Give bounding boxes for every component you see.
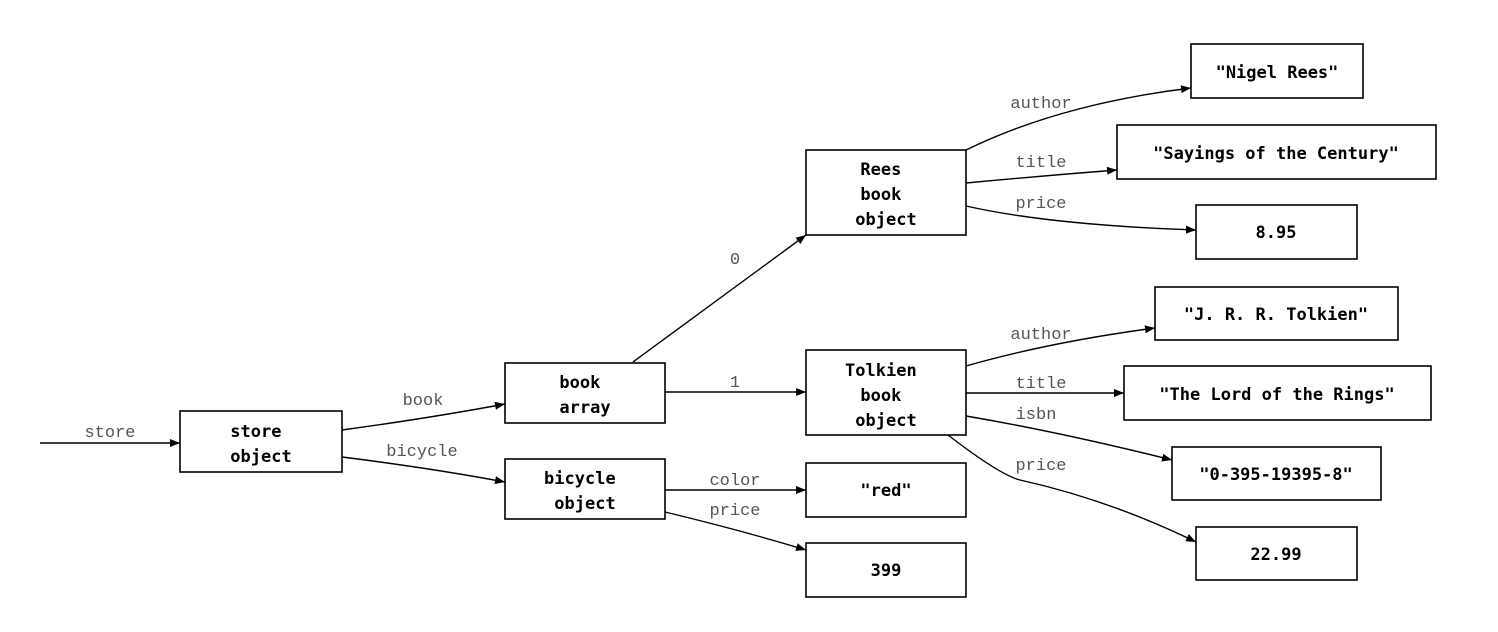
edge-store-bicycle [341, 456, 506, 485]
node-tolkien-author-value: "J. R. R. Tolkien" [1154, 286, 1399, 341]
edge-label-1: 1 [730, 374, 740, 393]
svg-text:22.99: 22.99 [1250, 545, 1301, 565]
node-book-array: book array [504, 362, 666, 424]
edge-label-0: 0 [730, 251, 740, 270]
edge-rees-title [965, 166, 1118, 184]
edge-book-0 [632, 234, 807, 363]
node-bicycle-object: bicycle object [504, 458, 666, 520]
svg-text:"Nigel Rees": "Nigel Rees" [1216, 63, 1339, 83]
edge-rees-price [965, 205, 1197, 234]
svg-text:"The Lord of the Rings": "The Lord of the Rings" [1159, 385, 1394, 405]
edge-label-rees-author: author [1010, 95, 1071, 114]
svg-text:Tolkien book o: Tolkien book object [845, 361, 927, 431]
node-store-object: store object [179, 410, 343, 473]
edge-bicycle-price [664, 511, 807, 551]
node-rees-book-object: Rees book object [805, 149, 967, 236]
node-tolkien-book-object: Tolkien book object [805, 349, 967, 436]
edge-label-book: book [403, 392, 444, 411]
edge-rees-author [965, 85, 1192, 151]
node-rees-price-value: 8.95 [1195, 204, 1358, 260]
node-tolkien-isbn-value: "0-395-19395-8" [1171, 446, 1382, 501]
svg-text:Rees book obje: Rees book object [855, 160, 916, 230]
node-rees-author-value: "Nigel Rees" [1190, 43, 1364, 99]
svg-text:store object: store object [230, 422, 291, 467]
edge-label-tolkien-price: price [1015, 457, 1066, 476]
edge-tolkien-price [947, 434, 1197, 543]
edge-label-bicycle-price: price [709, 502, 760, 521]
node-tolkien-price-value: 22.99 [1195, 526, 1358, 581]
edge-tolkien-isbn [965, 415, 1173, 462]
edge-label-bicycle: bicycle [386, 443, 457, 462]
edge-tolkien-author [965, 325, 1156, 367]
svg-text:"red": "red" [860, 481, 911, 501]
node-rees-title-value: "Sayings of the Century" [1116, 124, 1437, 180]
node-bicycle-color-value: "red" [805, 462, 967, 518]
svg-text:"0-395-19395-8": "0-395-19395-8" [1199, 465, 1353, 485]
edges: store book bicycle 0 1 author title pric… [40, 85, 1197, 551]
edge-label-rees-price: price [1015, 195, 1066, 214]
edge-label-tolkien-title: title [1015, 375, 1066, 394]
node-bicycle-price-value: 399 [805, 542, 967, 598]
node-tolkien-title-value: "The Lord of the Rings" [1123, 365, 1432, 421]
nodes: store object book array bicycle object R… [179, 43, 1437, 598]
edge-label-tolkien-author: author [1010, 326, 1071, 345]
edge-label-tolkien-isbn: isbn [1016, 406, 1057, 425]
edge-store-book [341, 401, 506, 431]
edge-label-store: store [84, 424, 135, 443]
svg-text:"J. R. R. Tolkien": "J. R. R. Tolkien" [1184, 305, 1368, 325]
edge-label-rees-title: title [1015, 154, 1066, 173]
svg-text:book array: book array [559, 373, 610, 418]
svg-text:bicycle object: bicycle object [544, 469, 626, 514]
edge-label-bicycle-color: color [709, 472, 760, 491]
svg-text:399: 399 [871, 561, 902, 581]
svg-text:8.95: 8.95 [1256, 223, 1297, 243]
svg-text:"Sayings of the Century": "Sayings of the Century" [1153, 144, 1399, 164]
